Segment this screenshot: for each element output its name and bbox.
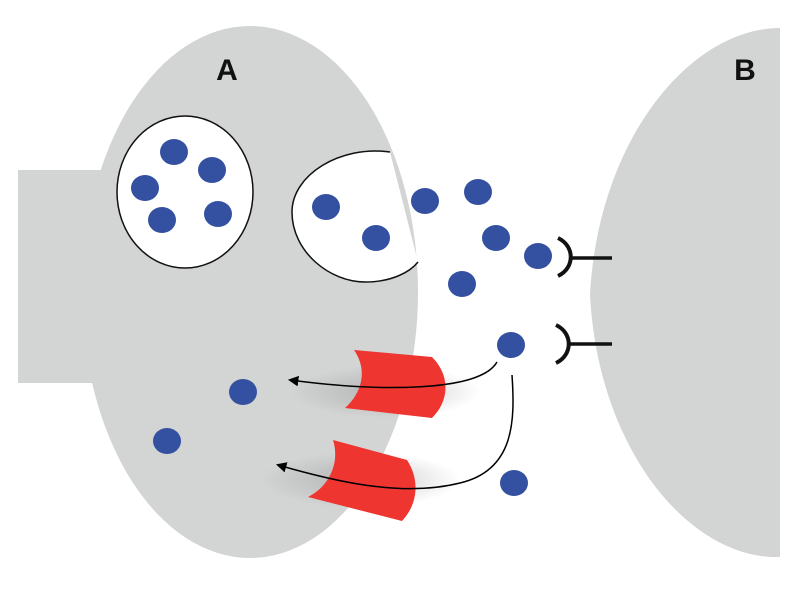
neurotransmitter-dot <box>411 188 439 214</box>
neurotransmitter-dot <box>482 225 510 251</box>
neurotransmitter-dot <box>148 207 176 233</box>
neurotransmitter-dot <box>524 243 552 269</box>
reuptaken-neurotransmitters <box>153 379 257 454</box>
neuron-b-label: B <box>734 54 756 87</box>
neurotransmitter-dot <box>153 428 181 454</box>
reuptake-transporter <box>308 440 416 521</box>
reuptake-transporter <box>345 350 446 418</box>
receptor <box>554 323 612 365</box>
neurotransmitter-dot <box>312 194 340 220</box>
reuptake-arrow <box>287 361 498 389</box>
neurotransmitter-dot <box>448 271 476 297</box>
neuron-b <box>590 28 780 558</box>
released-neurotransmitters <box>312 179 552 496</box>
neurotransmitter-dot <box>204 201 232 227</box>
neurotransmitter-dot <box>500 470 528 496</box>
neurotransmitter-dot <box>131 175 159 201</box>
reuptake-arrow <box>275 374 514 490</box>
neurotransmitter-dot <box>160 139 188 165</box>
neurotransmitter-dot <box>497 332 525 358</box>
fusing-vesicle <box>291 150 419 283</box>
neurotransmitter-dot <box>229 379 257 405</box>
neurotransmitter-dot <box>198 157 226 183</box>
neuron-a-label: A <box>216 54 238 87</box>
neurotransmitter-dot <box>464 179 492 205</box>
neurotransmitter-dot <box>362 225 390 251</box>
storage-vesicle <box>116 115 254 269</box>
receptor <box>556 236 612 278</box>
vesicle-membrane <box>116 115 254 269</box>
